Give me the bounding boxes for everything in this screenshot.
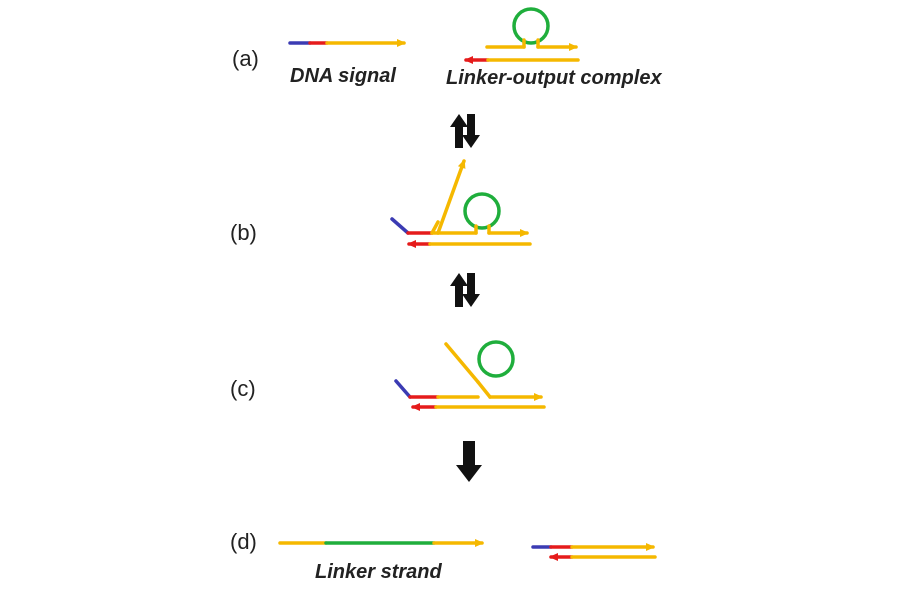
arrow-up-icon [450,273,468,307]
reversible-arrow-b-c [450,273,480,307]
arrow-down-icon [462,114,480,148]
c-output-kink-down [476,380,492,399]
c-output-displaced-arm [444,342,480,384]
reversible-arrow-a-b [450,114,480,148]
b-output-kink [430,220,440,235]
panel-c-structure [394,340,546,411]
c-signal-blue [394,379,412,399]
b-signal-yellow-branch [436,159,466,235]
caption-linker-output-complex: Linker-output complex [446,67,662,89]
panel-c: (c) [230,340,546,411]
panel-label-a: (a) [232,46,259,71]
panel-b: (b) [230,159,532,248]
output-hairpin-loop [512,7,550,45]
b-signal-blue [390,217,410,235]
panel-label-b: (b) [230,220,257,245]
signal-linker-duplex [531,543,657,561]
b-hairpin-loop [463,192,501,230]
irreversible-arrow-c-d [456,441,482,482]
linker-output-complex [464,7,580,64]
arrow-up-icon [450,114,468,148]
c-hairpin-loop [477,340,515,378]
panel-b-structure [390,159,532,248]
caption-linker-strand: Linker strand [315,561,442,583]
arrow-down-icon [462,273,480,307]
caption-dna-signal: DNA signal [290,65,396,87]
panel-label-c: (c) [230,376,256,401]
arrow-down-icon [456,441,482,482]
panel-a: (a) DNA signal Linker-output complex [232,7,662,89]
panel-label-d: (d) [230,529,257,554]
panel-d: (d) Linker strand [230,529,657,583]
